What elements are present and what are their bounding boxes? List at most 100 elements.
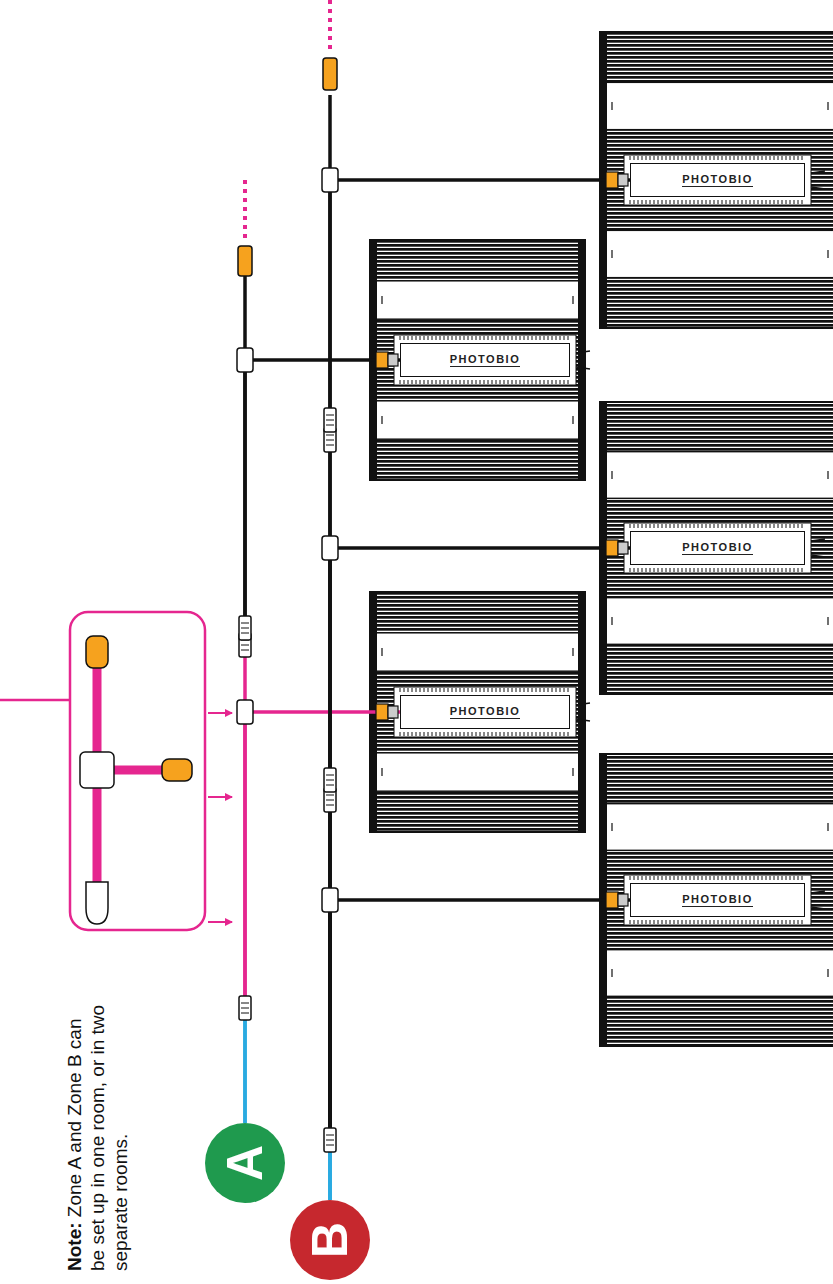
fixture-outline bbox=[600, 32, 833, 328]
driver-box: PHOTOBIO bbox=[400, 695, 570, 729]
housing-tick bbox=[516, 732, 517, 736]
zone-circle: B bbox=[290, 1200, 370, 1280]
heat-sink-fins bbox=[600, 996, 833, 1046]
callout-box bbox=[70, 612, 205, 930]
housing-tick bbox=[428, 688, 429, 692]
housing-tick bbox=[412, 732, 413, 736]
driver-wire bbox=[576, 367, 590, 369]
housing-tick bbox=[416, 380, 417, 384]
housing-tick bbox=[564, 336, 565, 340]
housing-tick bbox=[650, 156, 651, 160]
fixture-plug bbox=[388, 706, 398, 718]
housing-tick bbox=[794, 524, 795, 528]
housing-tick bbox=[556, 336, 557, 340]
housing-tick bbox=[746, 200, 747, 204]
housing-tick bbox=[412, 336, 413, 340]
housing-tick bbox=[484, 732, 485, 736]
callout-arrow bbox=[208, 796, 232, 798]
housing-tick bbox=[638, 524, 639, 528]
housing-tick bbox=[798, 920, 799, 924]
heat-sink-fins bbox=[600, 278, 833, 328]
housing-tick bbox=[650, 200, 651, 204]
callout-arrow bbox=[208, 921, 232, 923]
housing-tick bbox=[428, 732, 429, 736]
housing-tick bbox=[674, 568, 675, 572]
end-cap-plug bbox=[323, 58, 337, 90]
housing-tick bbox=[762, 920, 763, 924]
panel-mark bbox=[827, 471, 828, 479]
housing-tick bbox=[638, 876, 639, 880]
housing-tick bbox=[710, 876, 711, 880]
housing-tick bbox=[416, 732, 417, 736]
panel-mark bbox=[611, 617, 612, 625]
housing-tick bbox=[738, 524, 739, 528]
housing-tick bbox=[750, 200, 751, 204]
housing-tick bbox=[630, 200, 631, 204]
housing-tick bbox=[750, 156, 751, 160]
housing-tick bbox=[786, 524, 787, 528]
housing-tick bbox=[516, 380, 517, 384]
plug-ridge bbox=[326, 805, 334, 806]
housing-tick bbox=[694, 200, 695, 204]
housing-tick bbox=[452, 732, 453, 736]
driver-wire bbox=[576, 719, 590, 721]
housing-tick bbox=[650, 920, 651, 924]
housing-tick bbox=[472, 732, 473, 736]
housing-tick bbox=[552, 336, 553, 340]
housing-tick bbox=[730, 200, 731, 204]
housing-tick bbox=[686, 200, 687, 204]
cable-connector bbox=[328, 548, 630, 1200]
panel-mark bbox=[572, 416, 573, 424]
housing-tick bbox=[464, 688, 465, 692]
tee-connector bbox=[237, 700, 253, 724]
housing-tick bbox=[802, 568, 803, 572]
housing-tick bbox=[504, 732, 505, 736]
fixture-rail bbox=[578, 592, 585, 832]
housing-tick bbox=[480, 732, 481, 736]
housing-tick bbox=[460, 688, 461, 692]
heat-sink-fins bbox=[370, 671, 585, 753]
housing-tick bbox=[786, 920, 787, 924]
fixture-outline bbox=[600, 754, 833, 1046]
housing-tick bbox=[742, 568, 743, 572]
housing-tick bbox=[666, 876, 667, 880]
housing-tick bbox=[512, 732, 513, 736]
housing-tick bbox=[532, 732, 533, 736]
housing-tick bbox=[544, 380, 545, 384]
housing-tick bbox=[694, 524, 695, 528]
housing-tick bbox=[404, 380, 405, 384]
housing-tick bbox=[682, 568, 683, 572]
driver-box: PHOTOBIO bbox=[630, 531, 805, 565]
housing-tick bbox=[400, 336, 401, 340]
driver-box: PHOTOBIO bbox=[630, 163, 805, 197]
housing-tick bbox=[500, 688, 501, 692]
led-panel bbox=[376, 401, 579, 439]
housing-tick bbox=[464, 336, 465, 340]
plug-ridge bbox=[326, 425, 334, 426]
housing-tick bbox=[738, 920, 739, 924]
heat-sink-fins bbox=[600, 850, 833, 949]
housing-tick bbox=[710, 156, 711, 160]
housing-tick bbox=[762, 568, 763, 572]
housing-tick bbox=[698, 920, 699, 924]
plug-ridge bbox=[326, 795, 334, 796]
housing-tick bbox=[706, 920, 707, 924]
tee-junction-icon bbox=[80, 752, 114, 788]
housing-tick bbox=[758, 524, 759, 528]
housing-tick bbox=[532, 688, 533, 692]
led-panel bbox=[606, 598, 833, 645]
housing-tick bbox=[762, 156, 763, 160]
inline-plug bbox=[239, 616, 251, 640]
cable-segment bbox=[243, 1005, 247, 1123]
housing-tick bbox=[638, 156, 639, 160]
fixture-body bbox=[600, 754, 833, 1046]
housing-tick bbox=[504, 688, 505, 692]
panel-mark bbox=[611, 471, 612, 479]
fixture-plug bbox=[606, 172, 618, 188]
housing-tick bbox=[682, 876, 683, 880]
housing-tick bbox=[702, 156, 703, 160]
plug-ridge bbox=[326, 1145, 334, 1146]
housing-tick bbox=[532, 380, 533, 384]
note-heading: Note: bbox=[64, 1222, 85, 1271]
